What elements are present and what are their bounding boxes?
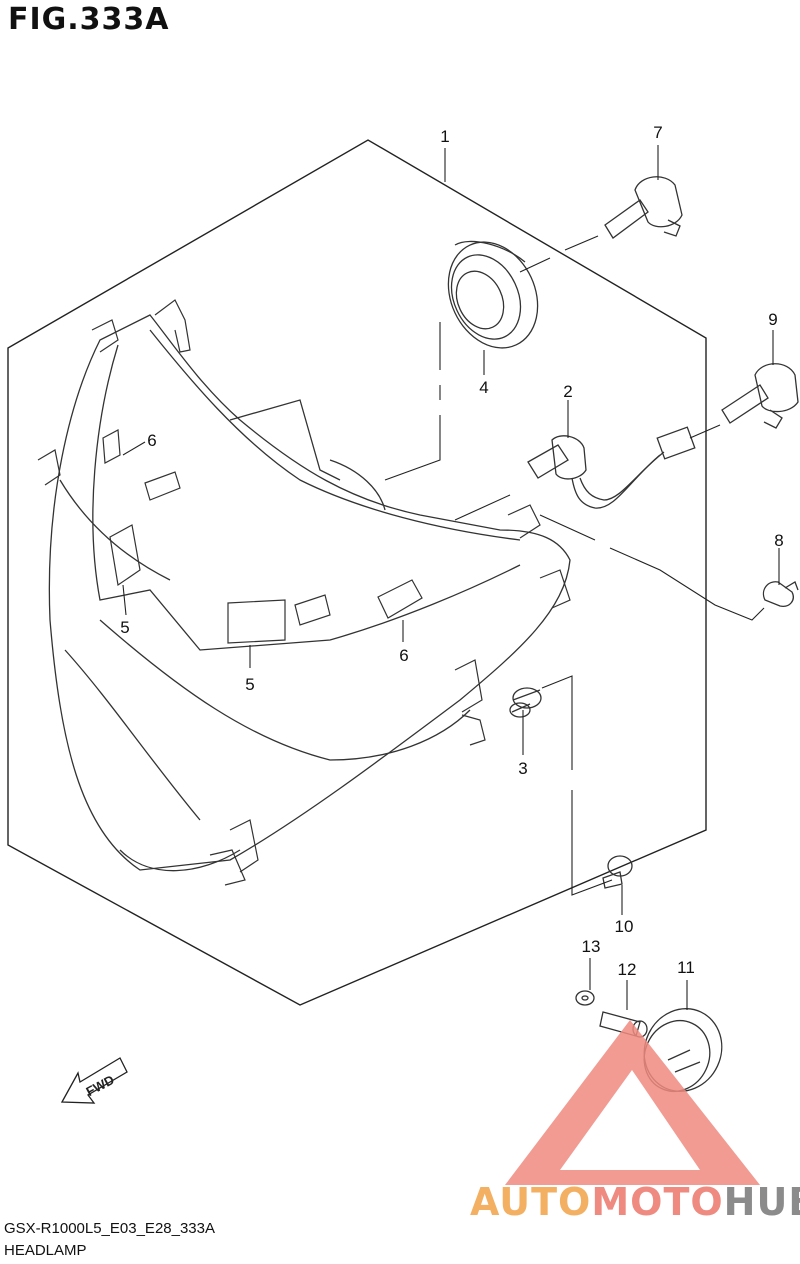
grommet-part-3 xyxy=(509,687,542,718)
washer-part-13 xyxy=(575,990,595,1006)
housing-decals xyxy=(102,429,423,644)
part-label-3: 3 xyxy=(518,759,527,778)
watermark-triangle-logo xyxy=(505,1020,760,1185)
bulb-part-7 xyxy=(604,176,683,239)
part-label-6a: 6 xyxy=(147,431,156,450)
brand-hub: HUB xyxy=(723,1180,800,1224)
fwd-arrow-icon: FWD xyxy=(60,1057,128,1104)
brand-auto: AUTO xyxy=(470,1180,592,1224)
part-label-10: 10 xyxy=(615,917,634,936)
part-group-name: HEADLAMP xyxy=(4,1242,87,1259)
part-label-1: 1 xyxy=(440,127,449,146)
part-label-12: 12 xyxy=(618,960,637,979)
headlamp-housing xyxy=(48,314,571,872)
part-label-13: 13 xyxy=(582,937,601,956)
part-label-9: 9 xyxy=(768,310,777,329)
model-code: GSX-R1000L5_E03_E28_333A xyxy=(4,1220,215,1237)
part-label-6b: 6 xyxy=(399,646,408,665)
screw-part-10 xyxy=(602,855,633,889)
bulb-part-8 xyxy=(762,581,799,607)
part-label-2: 2 xyxy=(563,382,572,401)
part-label-8: 8 xyxy=(774,531,783,550)
part-label-5b: 5 xyxy=(245,675,254,694)
figure-title: FIG.333A xyxy=(8,2,170,37)
brand-moto: MOTO xyxy=(591,1180,724,1224)
bulb-part-9 xyxy=(721,363,799,429)
part-label-4: 4 xyxy=(479,378,488,397)
part-label-7: 7 xyxy=(653,123,662,142)
watermark-brand-text: AUTOMOTOHUB xyxy=(470,1180,800,1224)
fwd-arrow-label: FWD xyxy=(83,1072,116,1099)
socket-part-2 xyxy=(527,426,696,509)
housing-clips xyxy=(37,299,571,886)
socket-cover-part-4 xyxy=(447,240,539,349)
leader-lines xyxy=(122,145,780,1010)
part-label-11: 11 xyxy=(677,958,695,977)
part-label-5a: 5 xyxy=(120,618,129,637)
assembly-box xyxy=(7,139,707,1006)
part-labels: 1 2 3 4 5 5 6 6 7 8 9 10 11 12 13 xyxy=(120,123,783,979)
